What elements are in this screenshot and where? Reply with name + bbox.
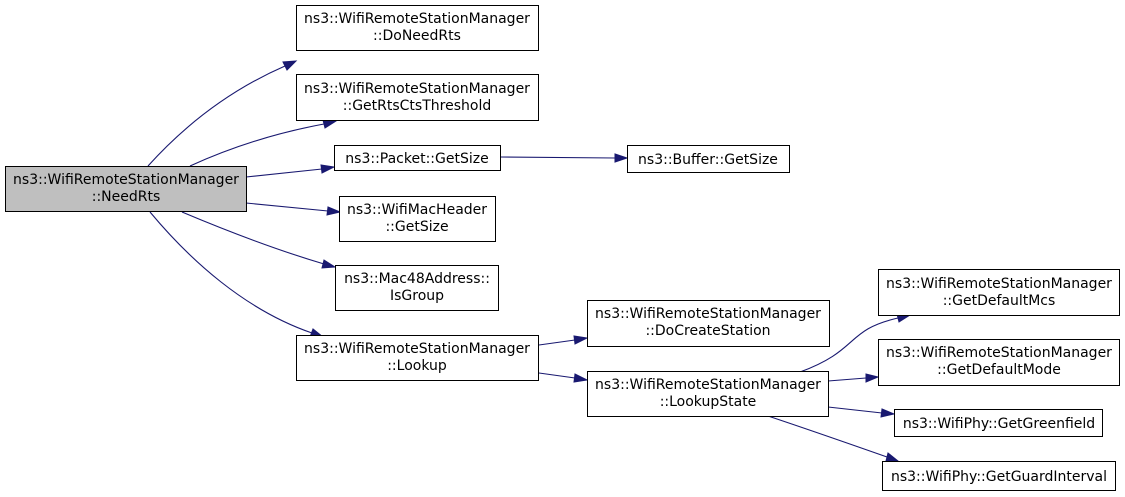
node-get-greenfield[interactable]: ns3::WifiPhy::GetGreenfield xyxy=(894,409,1103,437)
edge-lookup-to-docreatestation xyxy=(538,335,589,346)
node-label-line1: ns3::WifiPhy::GetGreenfield xyxy=(903,416,1095,432)
node-label-line2: ::LookupState xyxy=(660,394,757,410)
node-lookup[interactable]: ns3::WifiRemoteStationManager ::Lookup xyxy=(296,335,539,381)
node-do-need-rts[interactable]: ns3::WifiRemoteStationManager ::DoNeedRt… xyxy=(296,5,539,51)
node-label-line2: ::DoNeedRts xyxy=(373,28,461,44)
node-get-rts-cts-threshold[interactable]: ns3::WifiRemoteStationManager ::GetRtsCt… xyxy=(296,74,539,121)
node-label-line1: ns3::WifiRemoteStationManager xyxy=(886,276,1112,292)
node-label-line1: ns3::Mac48Address:: xyxy=(344,271,490,287)
edge-needrts-to-packet-getsize xyxy=(245,164,336,178)
edge-needrts-to-lookup xyxy=(149,211,325,338)
node-label-line1: ns3::WifiPhy::GetGuardInterval xyxy=(891,469,1107,485)
edge-lookupstate-to-getguardinterval xyxy=(767,415,900,462)
edge-lookupstate-to-getdefaultmode xyxy=(827,373,880,383)
node-label-line1: ns3::Packet::GetSize xyxy=(345,151,488,167)
node-get-guard-interval[interactable]: ns3::WifiPhy::GetGuardInterval xyxy=(882,461,1116,491)
edge-needrts-to-wifimacheader-getsize xyxy=(245,202,342,216)
node-wifi-mac-header-get-size[interactable]: ns3::WifiMacHeader ::GetSize xyxy=(339,196,496,242)
node-label-line1: ns3::WifiRemoteStationManager xyxy=(304,11,530,27)
edge-needrts-to-getrtsctsthreshold xyxy=(189,119,338,167)
node-do-create-station[interactable]: ns3::WifiRemoteStationManager ::DoCreate… xyxy=(587,300,830,347)
edge-needrts-to-doneedrts xyxy=(147,60,298,167)
node-label-line2: ::GetDefaultMcs xyxy=(943,293,1056,309)
node-label-line2: ::DoCreateStation xyxy=(645,323,770,339)
edge-lookup-to-lookupstate xyxy=(538,372,589,383)
edge-packet-getsize-to-buffer-getsize xyxy=(499,153,629,163)
edge-needrts-to-mac48-isgroup xyxy=(181,211,337,269)
node-buffer-get-size[interactable]: ns3::Buffer::GetSize xyxy=(627,145,790,173)
edge-lookupstate-to-getgreenfield xyxy=(827,406,896,418)
edges xyxy=(147,60,912,462)
node-mac48-address-is-group[interactable]: ns3::Mac48Address:: IsGroup xyxy=(335,265,499,311)
node-need-rts[interactable]: ns3::WifiRemoteStationManager ::NeedRts xyxy=(5,166,247,212)
node-label-line1: ns3::WifiRemoteStationManager xyxy=(595,306,821,322)
node-label-line1: ns3::WifiRemoteStationManager xyxy=(304,81,530,97)
node-label-line1: ns3::WifiMacHeader xyxy=(347,202,487,218)
node-get-default-mode[interactable]: ns3::WifiRemoteStationManager ::GetDefau… xyxy=(878,339,1120,386)
node-label-line2: ::GetSize xyxy=(385,219,448,235)
node-label-line2: IsGroup xyxy=(390,288,444,304)
node-label-line1: ns3::WifiRemoteStationManager xyxy=(886,345,1112,361)
node-label-line2: ::NeedRts xyxy=(92,189,161,205)
node-get-default-mcs[interactable]: ns3::WifiRemoteStationManager ::GetDefau… xyxy=(878,269,1120,316)
node-label-line1: ns3::WifiRemoteStationManager xyxy=(304,341,530,357)
node-label-line2: ::GetDefaultMode xyxy=(937,362,1061,378)
node-label-line1: ns3::WifiRemoteStationManager xyxy=(595,377,821,393)
node-packet-get-size[interactable]: ns3::Packet::GetSize xyxy=(334,145,501,171)
node-lookup-state[interactable]: ns3::WifiRemoteStationManager ::LookupSt… xyxy=(587,371,829,417)
node-label-line1: ns3::Buffer::GetSize xyxy=(638,152,778,168)
node-label-line2: ::GetRtsCtsThreshold xyxy=(343,98,491,114)
node-label-line2: ::Lookup xyxy=(387,358,447,374)
node-label-line1: ns3::WifiRemoteStationManager xyxy=(13,172,239,188)
